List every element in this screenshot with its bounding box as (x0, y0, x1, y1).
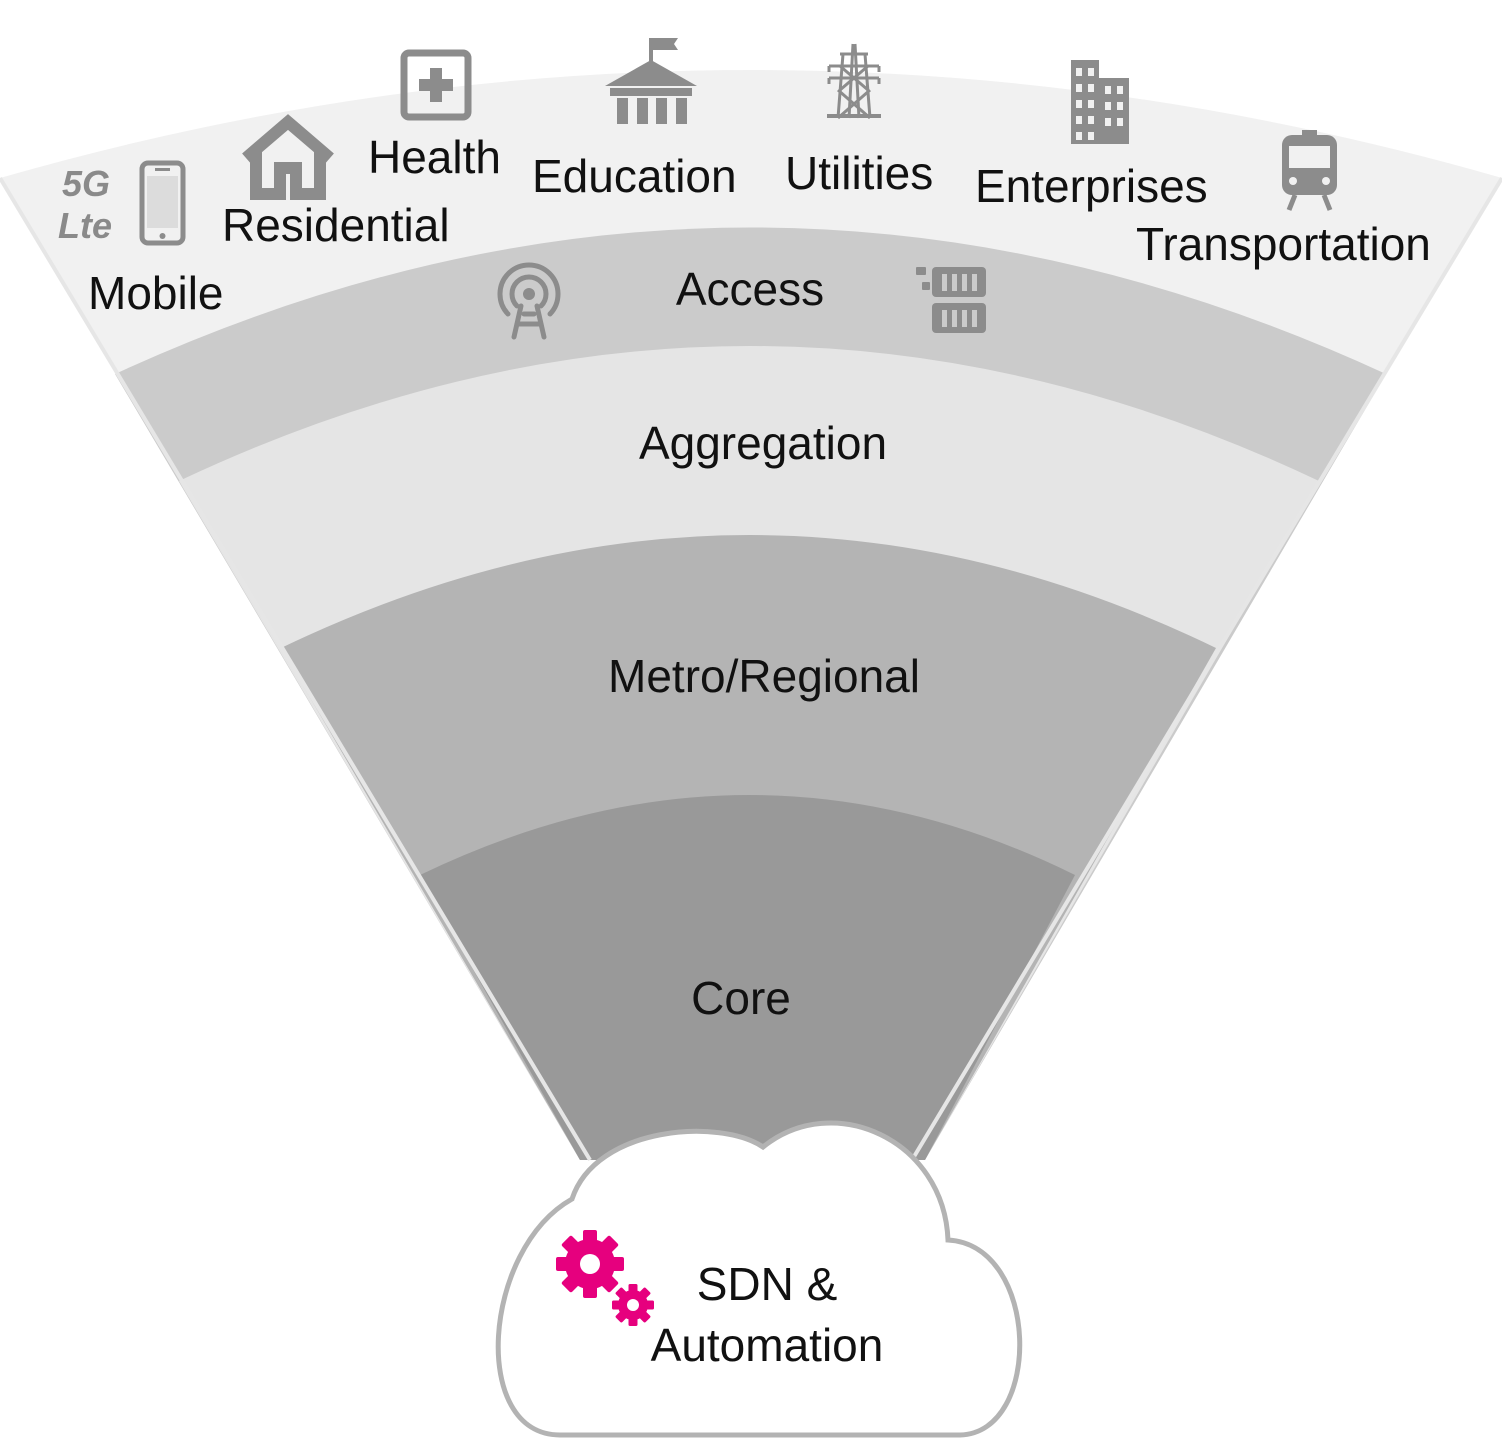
enterprises-label: Enterprises (975, 160, 1208, 212)
office-building-icon (1071, 60, 1129, 144)
core-layer (420, 795, 1075, 1160)
core-label: Core (691, 972, 791, 1024)
house-icon (242, 114, 334, 200)
power-tower-icon (827, 43, 881, 120)
funnel-edge-right (910, 176, 1502, 1162)
train-icon (1282, 130, 1337, 211)
health-label: Health (368, 131, 501, 183)
utilities-label: Utilities (785, 147, 933, 199)
access-label: Access (676, 263, 824, 315)
medical-cross-icon (400, 49, 472, 121)
school-building-icon (605, 38, 697, 124)
large-gear-icon (556, 1230, 624, 1298)
antenna-tower-icon (497, 262, 561, 340)
mobile-badge-lte: Lte (58, 205, 112, 246)
cloud-label-line2: Automation (651, 1319, 884, 1371)
network-switch-icon (916, 267, 986, 333)
mobile-badge-5g: 5G (62, 163, 110, 204)
metro-regional-label: Metro/Regional (608, 650, 920, 702)
aggregation-label: Aggregation (639, 417, 887, 469)
funnel-edge-left (0, 176, 592, 1162)
cloud-label-line1: SDN & (697, 1258, 838, 1310)
transportation-label: Transportation (1136, 218, 1431, 270)
funnel-layers (0, 70, 1502, 1162)
residential-label: Residential (222, 199, 450, 251)
cloud-shape (495, 1120, 1023, 1438)
gears-icon (556, 1230, 654, 1326)
mobile-label: Mobile (88, 267, 224, 319)
education-label: Education (532, 150, 737, 202)
sdn-cloud (495, 1120, 1023, 1438)
small-gear-icon (612, 1284, 654, 1326)
mobile-phone-icon (139, 160, 186, 246)
